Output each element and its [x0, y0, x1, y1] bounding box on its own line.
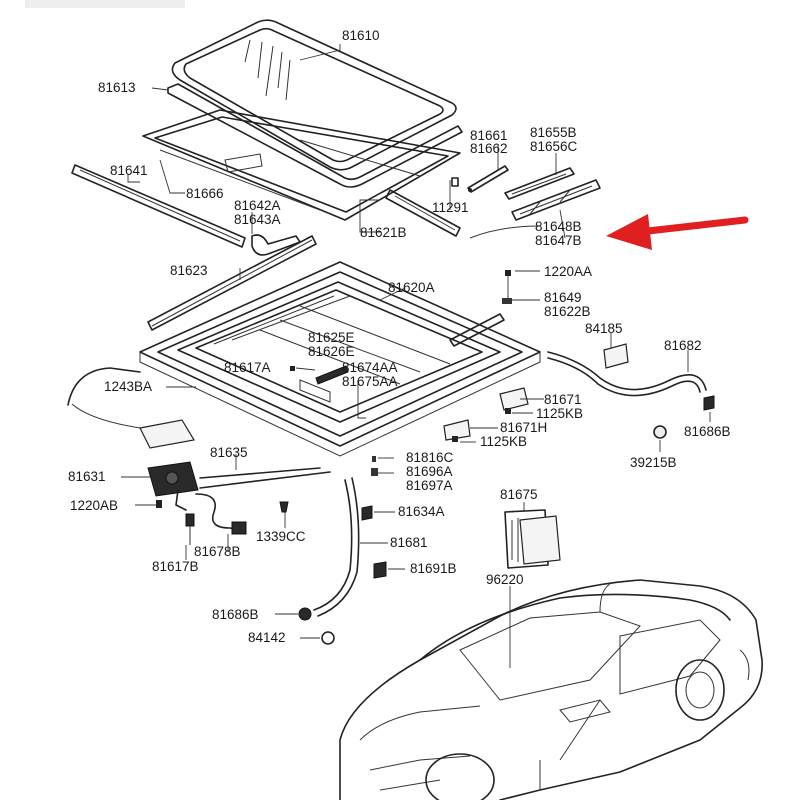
label-81643A: 81643A [234, 212, 281, 227]
rail-81622B [449, 313, 505, 347]
clip-1220AA [505, 270, 511, 298]
screw-1220AB [156, 500, 162, 508]
label-81641: 81641 [110, 163, 148, 178]
bracket-81674AA [315, 365, 349, 385]
sunroof-frame-81620A [139, 261, 541, 457]
bracket-81671H [443, 419, 471, 442]
label-81671: 81671 [544, 392, 582, 407]
label-81635: 81635 [210, 445, 248, 460]
highlight-arrow [606, 214, 749, 250]
clip-81634A [361, 505, 373, 521]
manual-81675 [504, 509, 561, 569]
label-81621B: 81621B [360, 225, 407, 240]
label-1243BA: 1243BA [104, 379, 152, 394]
label-81625E: 81625E [308, 330, 355, 345]
label-81675AA: 81675AA [342, 374, 398, 389]
clip-81649 [502, 298, 512, 304]
guide-81648B [511, 179, 601, 221]
label-1339CC: 1339CC [256, 529, 306, 544]
clip-11291 [451, 177, 459, 187]
label-81642A: 81642A [234, 198, 281, 213]
clip-81696A [371, 456, 378, 476]
label-81682: 81682 [664, 338, 702, 353]
label-81631: 81631 [68, 469, 106, 484]
label-81617A: 81617A [224, 360, 271, 375]
label-81691B: 81691B [410, 561, 457, 576]
label-81610: 81610 [342, 28, 380, 43]
harness-81678B [195, 493, 247, 535]
label-81617B: 81617B [152, 559, 199, 574]
grommet-81686B-right [703, 395, 715, 411]
glass-seal-81613 [167, 83, 463, 188]
label-81647B: 81647B [535, 233, 582, 248]
drain-hose-81647B [469, 225, 541, 239]
hose-81682 [547, 351, 707, 397]
label-11291: 11291 [432, 200, 469, 215]
label-1220AB: 1220AB [70, 498, 118, 513]
link-81661 [467, 165, 509, 193]
pad-84185 [603, 343, 629, 369]
label-81623: 81623 [170, 263, 208, 278]
leader-lines [121, 44, 711, 668]
label-39215B: 39215B [630, 455, 677, 470]
label-84142: 84142 [248, 630, 286, 645]
label-81620A: 81620A [388, 280, 435, 295]
label-81655B: 81655B [530, 125, 577, 140]
label-1125KB-b: 1125KB [480, 434, 527, 449]
label-81674AA: 81674AA [342, 360, 398, 375]
label-81662: 81662 [470, 141, 508, 156]
label-81656C: 81656C [530, 139, 578, 154]
label-81681: 81681 [390, 535, 428, 550]
label-81686B-right: 81686B [684, 424, 731, 439]
label-81661: 81661 [470, 128, 508, 143]
motor-bracket [139, 419, 195, 449]
grommet-84142 [321, 631, 335, 645]
bracket-81642A [251, 234, 301, 256]
bolt-81617A [290, 366, 295, 371]
label-81697A: 81697A [406, 478, 453, 493]
label-81648B: 81648B [535, 219, 582, 234]
deflector-frame-81666 [142, 109, 461, 221]
grommet-39215B [653, 425, 667, 439]
top-edge-bar [25, 0, 185, 8]
label-81686B-left: 81686B [212, 607, 259, 622]
guide-rail-81621B [385, 189, 461, 237]
cable-81635 [199, 467, 331, 489]
clip-81691B [373, 561, 387, 579]
cable-1243BA [67, 367, 161, 435]
motor-81631 [147, 461, 199, 511]
guide-81655B [504, 167, 575, 200]
drain-hose-81681 [313, 477, 360, 617]
label-81678B: 81678B [194, 544, 241, 559]
label-81666: 81666 [186, 186, 224, 201]
label-84185: 84185 [585, 321, 623, 336]
label-96220: 96220 [486, 572, 524, 587]
label-81613: 81613 [98, 80, 136, 95]
weatherstrip-81641 [71, 164, 246, 248]
part-labels: 81610 81613 81641 81666 81642A 81643A 81… [68, 28, 731, 645]
label-81816C: 81816C [406, 450, 454, 465]
label-81622B: 81622B [544, 304, 591, 319]
grommet-81686B-left [298, 607, 312, 621]
label-1125KB-a: 1125KB [536, 406, 583, 421]
label-1220AA: 1220AA [544, 264, 592, 279]
label-81671H: 81671H [500, 420, 547, 435]
screw-1339CC [279, 501, 289, 513]
frame-seal-81623 [147, 235, 317, 331]
label-81626E: 81626E [308, 344, 355, 359]
label-81696A: 81696A [406, 464, 453, 479]
bracket-81671 [499, 387, 529, 414]
label-81634A: 81634A [398, 504, 445, 519]
glass-panel-81610 [171, 19, 457, 171]
car-outline-96220 [339, 579, 763, 800]
connector-81617B [185, 513, 195, 545]
label-81649: 81649 [544, 290, 582, 305]
label-81675: 81675 [500, 487, 538, 502]
